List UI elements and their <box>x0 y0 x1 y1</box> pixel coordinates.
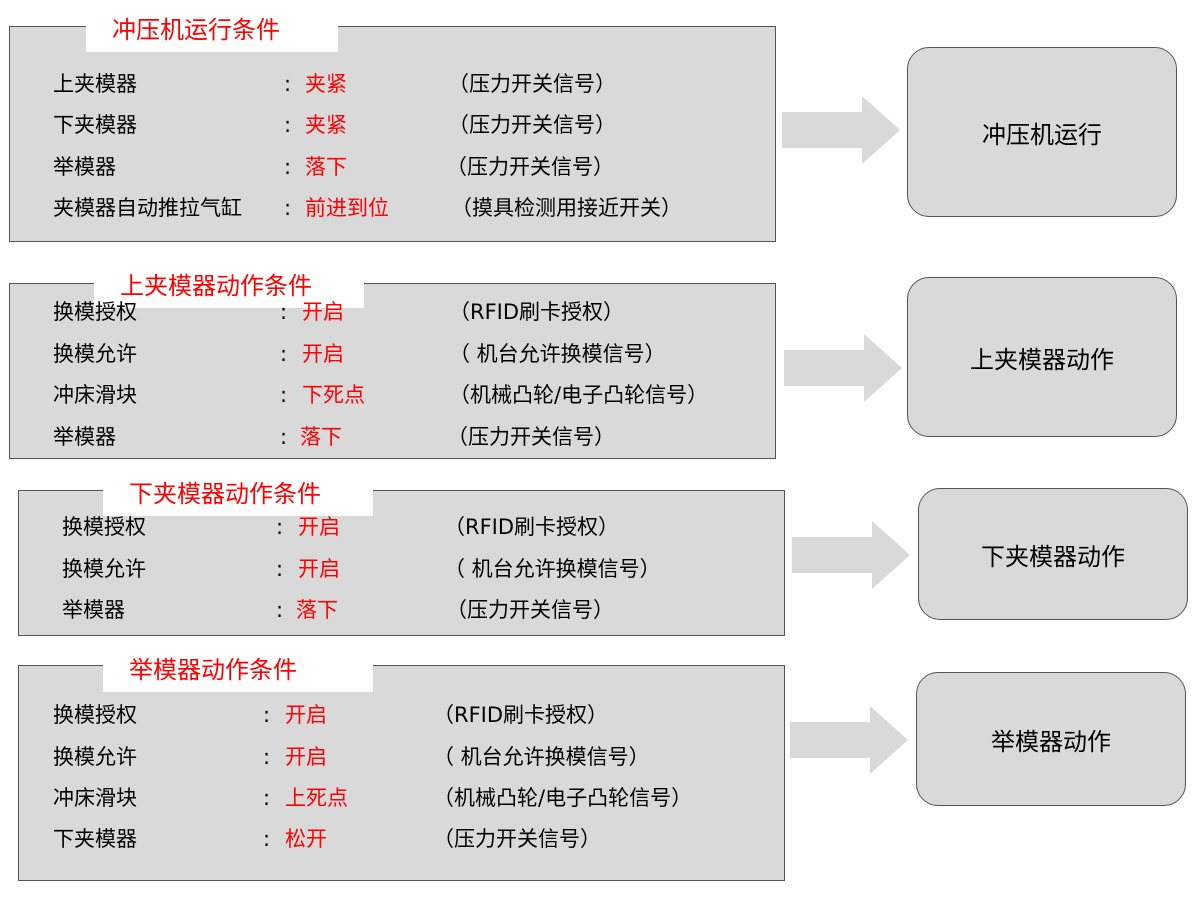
condition-panel-die-lifter <box>18 665 785 881</box>
condition-colon: : <box>276 515 284 539</box>
condition-source: （机械凸轮/电子凸轮信号） <box>449 383 709 407</box>
condition-row: 换模授权 : 开启 （RFID刷卡授权） <box>62 512 762 542</box>
condition-colon: : <box>280 342 288 366</box>
condition-label: 换模授权 <box>62 515 146 539</box>
flow-arrow-upper-clamp <box>784 334 902 402</box>
condition-colon: : <box>263 703 271 727</box>
condition-colon: : <box>263 786 271 810</box>
condition-row: 夹模器自动推拉气缸 : 前进到位 （摸具检测用接近开关） <box>53 193 753 223</box>
condition-panel-upper-clamp <box>9 283 776 459</box>
condition-value: 开启 <box>298 557 340 581</box>
panel-title-press-run: 冲压机运行条件 <box>86 6 338 52</box>
condition-label: 换模允许 <box>53 342 137 366</box>
condition-label: 夹模器自动推拉气缸 <box>53 196 242 220</box>
condition-source: （ 机台允许换模信号） <box>444 557 661 581</box>
condition-row: 换模允许 : 开启 （ 机台允许换模信号） <box>62 554 762 584</box>
condition-colon: : <box>280 425 288 449</box>
condition-label: 换模允许 <box>53 745 137 769</box>
condition-label: 上夹模器 <box>53 72 137 96</box>
condition-colon: : <box>284 72 292 96</box>
condition-colon: : <box>284 113 292 137</box>
condition-source: （ 机台允许换模信号） <box>433 745 650 769</box>
condition-value: 开启 <box>302 342 344 366</box>
condition-value: 前进到位 <box>305 196 389 220</box>
condition-source: （压力开关信号） <box>447 425 615 449</box>
flow-arrow-die-lifter <box>790 706 908 774</box>
condition-row: 上夹模器 : 夹紧 （压力开关信号） <box>53 69 753 99</box>
condition-label: 冲床滑块 <box>53 786 137 810</box>
condition-row: 举模器 : 落下 （压力开关信号） <box>62 595 762 625</box>
condition-label: 举模器 <box>53 425 116 449</box>
condition-row: 换模授权 : 开启 （RFID刷卡授权） <box>53 700 773 730</box>
action-box-lower-clamp: 下夹模器动作 <box>918 488 1188 620</box>
condition-value: 开启 <box>285 745 327 769</box>
condition-colon: : <box>263 745 271 769</box>
condition-value: 松开 <box>285 827 327 851</box>
condition-value: 下死点 <box>302 383 365 407</box>
condition-source: （RFID刷卡授权） <box>433 703 609 727</box>
action-box-press-run: 冲压机运行 <box>907 47 1177 217</box>
condition-source: （压力开关信号） <box>446 598 614 622</box>
condition-source: （压力开关信号） <box>446 155 614 179</box>
condition-row: 冲床滑块 : 上死点 （机械凸轮/电子凸轮信号） <box>53 783 773 813</box>
condition-row: 换模授权 : 开启 （RFID刷卡授权） <box>53 297 753 327</box>
panel-title-die-lifter: 举模器动作条件 <box>103 646 373 692</box>
condition-colon: : <box>276 557 284 581</box>
condition-label: 换模授权 <box>53 703 137 727</box>
flow-arrow-press-run <box>782 96 900 164</box>
condition-value: 上死点 <box>285 786 348 810</box>
condition-value: 开启 <box>302 300 344 324</box>
action-box-upper-clamp: 上夹模器动作 <box>907 277 1177 437</box>
condition-row: 换模允许 : 开启 （ 机台允许换模信号） <box>53 339 753 369</box>
condition-value: 夹紧 <box>305 113 347 137</box>
panel-title-lower-clamp: 下夹模器动作条件 <box>103 470 373 516</box>
condition-row: 举模器 : 落下 （压力开关信号） <box>53 422 753 452</box>
condition-source: （压力开关信号） <box>448 113 616 137</box>
condition-label: 下夹模器 <box>53 113 137 137</box>
condition-value: 落下 <box>305 155 347 179</box>
condition-row: 下夹模器 : 夹紧 （压力开关信号） <box>53 110 753 140</box>
condition-row: 换模允许 : 开启 （ 机台允许换模信号） <box>53 742 773 772</box>
condition-row: 下夹模器 : 松开 （压力开关信号） <box>53 824 773 854</box>
panel-title-upper-clamp: 上夹模器动作条件 <box>94 262 364 308</box>
condition-label: 下夹模器 <box>53 827 137 851</box>
condition-value: 落下 <box>296 598 338 622</box>
condition-panel-press-run <box>9 26 776 242</box>
condition-label: 举模器 <box>62 598 125 622</box>
condition-colon: : <box>263 827 271 851</box>
condition-label: 换模授权 <box>53 300 137 324</box>
condition-colon: : <box>280 383 288 407</box>
condition-source: （ 机台允许换模信号） <box>449 342 666 366</box>
condition-source: （压力开关信号） <box>448 72 616 96</box>
condition-colon: : <box>284 155 292 179</box>
condition-value: 开启 <box>298 515 340 539</box>
condition-value: 夹紧 <box>305 72 347 96</box>
condition-row: 冲床滑块 : 下死点 （机械凸轮/电子凸轮信号） <box>53 380 753 410</box>
condition-source: （压力开关信号） <box>433 827 601 851</box>
condition-label: 举模器 <box>53 155 116 179</box>
flow-arrow-lower-clamp <box>792 521 910 589</box>
condition-source: （RFID刷卡授权） <box>449 300 625 324</box>
condition-label: 冲床滑块 <box>53 383 137 407</box>
condition-colon: : <box>280 300 288 324</box>
condition-value: 落下 <box>300 425 342 449</box>
condition-source: （RFID刷卡授权） <box>444 515 620 539</box>
action-box-die-lifter: 举模器动作 <box>916 672 1186 806</box>
condition-label: 换模允许 <box>62 557 146 581</box>
condition-row: 举模器 : 落下 （压力开关信号） <box>53 152 753 182</box>
condition-source: （机械凸轮/电子凸轮信号） <box>433 786 693 810</box>
condition-value: 开启 <box>285 703 327 727</box>
condition-source: （摸具检测用接近开关） <box>451 196 682 220</box>
condition-colon: : <box>284 196 292 220</box>
condition-colon: : <box>276 598 284 622</box>
